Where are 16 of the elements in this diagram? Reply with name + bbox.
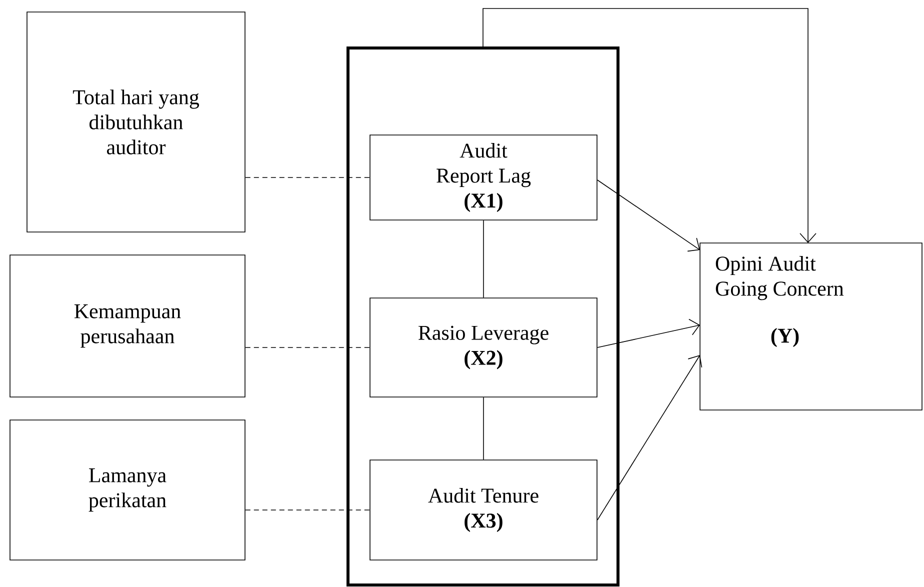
- connector-line: [483, 220, 484, 298]
- arrow: [597, 318, 700, 348]
- indicator-box: Kemampuan perusahaan: [10, 254, 246, 398]
- variable-group-box: [346, 46, 620, 586]
- variable-box: Audit Report Lag (X1): [370, 134, 598, 220]
- arrow: [597, 355, 702, 520]
- indicator-box: Total hari yang dibutuhkan auditor: [26, 12, 246, 232]
- connector-line: [483, 397, 484, 460]
- variable-box: Rasio Leverage (X2): [370, 298, 598, 398]
- dashed-line: [245, 347, 370, 348]
- dashed-line: [245, 177, 370, 178]
- dependent-variable-box: Opini Audit Going Concern (Y): [700, 242, 922, 410]
- variable-box: Audit Tenure (X3): [370, 460, 598, 560]
- arrow: [482, 8, 816, 243]
- indicator-box: Lamanya perikatan: [10, 420, 246, 560]
- arrow: [597, 180, 700, 252]
